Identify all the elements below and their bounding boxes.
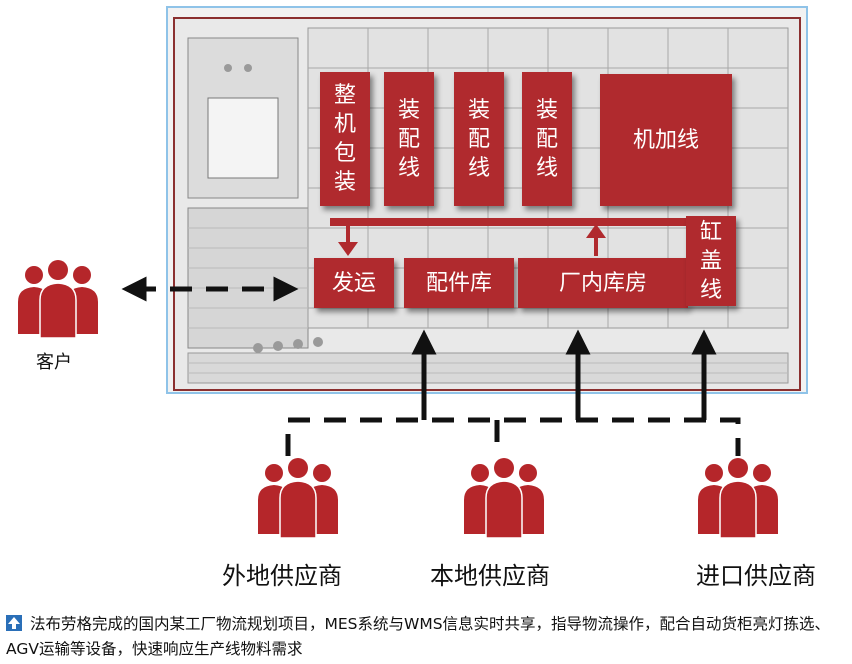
customer-label: 客户 xyxy=(36,352,72,373)
block-shipping: 发运 xyxy=(314,258,394,308)
block-assembly-line-2-label: 装 配 线 xyxy=(467,97,490,181)
caption-arrow-icon xyxy=(6,615,22,631)
import-supplier-label: 进口供应商 xyxy=(696,562,816,590)
block-cylinder-cover-line-label: 缸 盖 线 xyxy=(699,219,722,303)
remote-supplier-label: 外地供应商 xyxy=(222,562,342,590)
local-supplier-label: 本地供应商 xyxy=(430,562,550,590)
flow-arrows xyxy=(338,224,606,256)
block-assembly-line-3: 装 配 线 xyxy=(522,72,572,206)
arrow-down-to-shipping xyxy=(338,242,358,256)
caption-text: 法布劳格完成的国内某工厂物流规划项目，MES系统与WMS信息实时共享，指导物流操… xyxy=(6,615,831,658)
figure-caption: 法布劳格完成的国内某工厂物流规划项目，MES系统与WMS信息实时共享，指导物流操… xyxy=(6,612,840,662)
block-packaging-label: 整 机 包 装 xyxy=(333,83,356,195)
block-shipping-label: 发运 xyxy=(331,270,376,296)
block-in-plant-warehouse: 厂内库房 xyxy=(518,258,688,308)
block-machining-line: 机加线 xyxy=(600,74,732,206)
block-assembly-line-1: 装 配 线 xyxy=(384,72,434,206)
block-assembly-line-2: 装 配 线 xyxy=(454,72,504,206)
import-supplier-people-icon xyxy=(698,458,778,538)
block-machining-line-label: 机加线 xyxy=(632,127,699,153)
floor-plan: 整 机 包 装 装 配 线 装 配 线 装 配 线 机加线 发运 配件库 厂内库… xyxy=(166,6,808,394)
block-parts-store: 配件库 xyxy=(404,258,514,308)
block-packaging: 整 机 包 装 xyxy=(320,72,370,206)
connector-bar xyxy=(330,218,690,226)
block-assembly-line-1-label: 装 配 线 xyxy=(397,97,420,181)
block-assembly-line-3-label: 装 配 线 xyxy=(535,97,558,181)
local-supplier-people-icon xyxy=(464,458,544,538)
block-in-plant-warehouse-label: 厂内库房 xyxy=(558,270,647,296)
block-parts-store-label: 配件库 xyxy=(425,270,492,296)
block-cylinder-cover-line: 缸 盖 线 xyxy=(686,216,736,306)
remote-supplier-people-icon xyxy=(258,458,338,538)
arrow-up-from-warehouse xyxy=(586,224,606,238)
customer-people-icon xyxy=(18,260,98,338)
supply-trunk-line xyxy=(285,417,741,456)
